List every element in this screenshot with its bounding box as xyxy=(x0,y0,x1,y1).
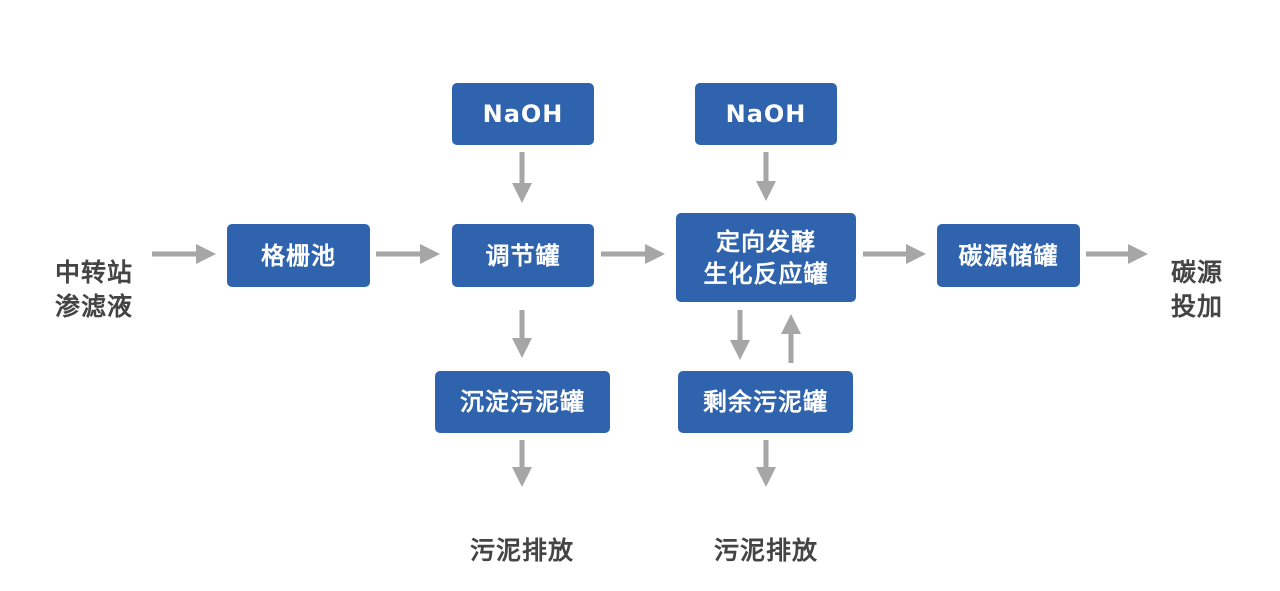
fermentation-reactor-label: 定向发酵 生化反应罐 xyxy=(703,227,829,288)
output-label: 碳源 投加 xyxy=(1150,222,1244,324)
screen-tank-box: 格栅池 xyxy=(227,224,370,287)
carbon-storage-tank-label: 碳源储罐 xyxy=(958,241,1059,270)
naoh-box-1: NaOH xyxy=(452,83,594,145)
naoh-label-1: NaOH xyxy=(482,100,564,128)
naoh-box-2: NaOH xyxy=(695,83,837,145)
excess-sludge-tank-box: 剩余污泥罐 xyxy=(678,371,853,433)
input-label-text: 中转站 渗滤液 xyxy=(54,258,133,321)
sludge-discharge-text-2: 污泥排放 xyxy=(713,536,818,565)
sludge-discharge-text-1: 污泥排放 xyxy=(469,536,574,565)
sludge-discharge-label-1: 污泥排放 xyxy=(447,500,597,568)
carbon-storage-tank-box: 碳源储罐 xyxy=(937,224,1080,287)
input-label: 中转站 渗滤液 xyxy=(40,222,148,324)
sediment-sludge-tank-label: 沉淀污泥罐 xyxy=(460,388,585,416)
sludge-discharge-label-2: 污泥排放 xyxy=(691,500,841,568)
fermentation-reactor-box: 定向发酵 生化反应罐 xyxy=(676,213,856,302)
screen-tank-label: 格栅池 xyxy=(261,241,336,270)
output-label-text: 碳源 投加 xyxy=(1170,258,1223,321)
naoh-label-2: NaOH xyxy=(725,100,807,128)
excess-sludge-tank-label: 剩余污泥罐 xyxy=(703,388,828,416)
adjust-tank-box: 调节罐 xyxy=(452,224,594,287)
adjust-tank-label: 调节罐 xyxy=(485,241,561,270)
sediment-sludge-tank-box: 沉淀污泥罐 xyxy=(435,371,610,433)
